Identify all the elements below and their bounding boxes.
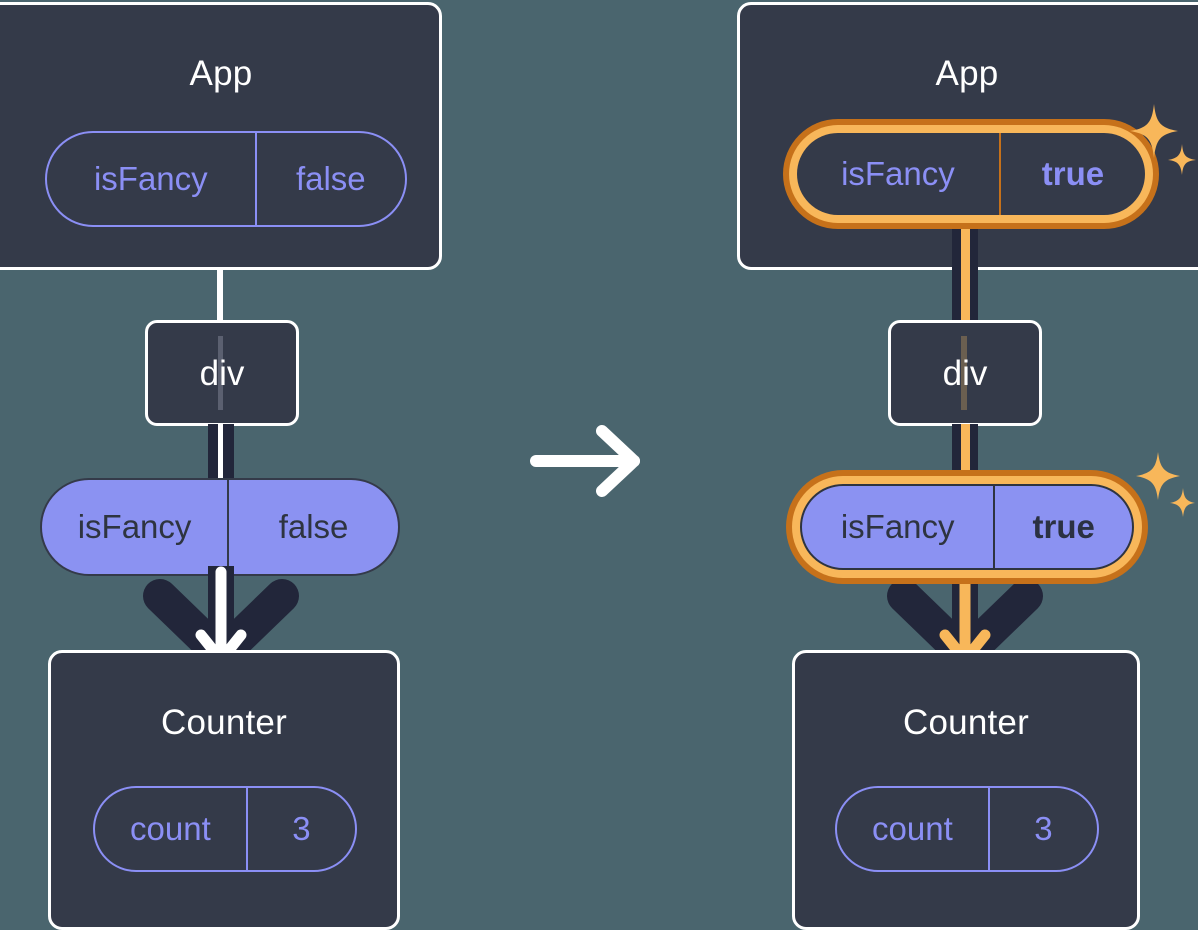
app-state-pill-before[interactable]: isFancy false [45, 131, 407, 227]
props-pill-key: isFancy [77, 508, 192, 545]
div-node-label: div [199, 354, 245, 393]
counter-pill-key: count [872, 810, 953, 847]
state-pill-key: isFancy [93, 160, 208, 197]
sparkle-icon-app [1130, 104, 1196, 175]
div-node-label: div [942, 354, 988, 393]
app-card-before: App isFancy false [0, 2, 442, 270]
props-pill-key: isFancy [840, 508, 955, 545]
props-pill-before[interactable]: isFancy false [40, 478, 400, 576]
counter-pill-key: count [130, 810, 211, 847]
transition-right-arrow-icon [530, 425, 640, 497]
app-state-pill-highlight-well [797, 133, 1145, 215]
state-pill-key: isFancy [841, 155, 955, 192]
counter-card-after: Counter count 3 [792, 650, 1140, 930]
app-card-title: App [189, 54, 253, 93]
app-state-pill-after[interactable]: isFancy true [797, 133, 1145, 215]
counter-card-title: Counter [903, 703, 1029, 742]
counter-state-pill-after[interactable]: count 3 [835, 786, 1099, 872]
props-pill-value: true [993, 486, 1132, 568]
counter-state-pill-before[interactable]: count 3 [93, 786, 357, 872]
counter-pill-value: 3 [245, 788, 355, 870]
state-pill-value: true [998, 133, 1145, 215]
sparkle-icon-props [1136, 452, 1195, 517]
counter-card-title: Counter [161, 703, 287, 742]
app-card-title: App [935, 54, 999, 93]
state-pill-value: false [254, 133, 405, 225]
props-pill-after[interactable]: isFancy true [800, 484, 1134, 570]
counter-card-before: Counter count 3 [48, 650, 400, 930]
counter-pill-value: 3 [987, 788, 1097, 870]
props-pill-value: false [227, 480, 398, 574]
